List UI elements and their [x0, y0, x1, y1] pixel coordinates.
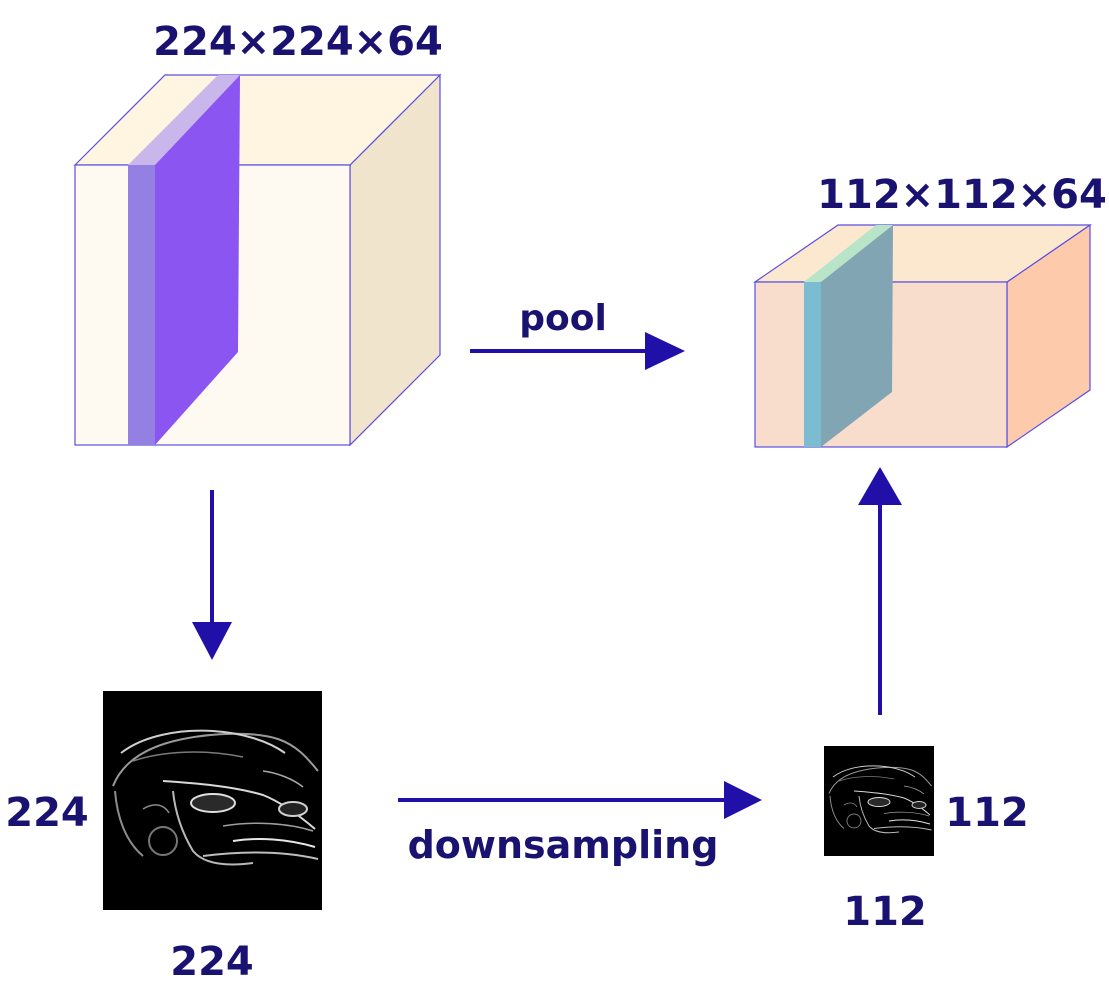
down-arrow-head [192, 622, 232, 660]
large-image-width-label: 224 [170, 939, 254, 985]
downsampling-arrow-head [724, 781, 762, 819]
large-image-height-label: 224 [5, 790, 89, 836]
small-volume-dimensions-label: 112×112×64 [817, 172, 1107, 218]
up-arrow-head [858, 467, 902, 505]
downsampling-label: downsampling [408, 823, 719, 867]
large-feature-volume: 224×224×64 [73, 19, 443, 447]
small-feature-volume: 112×112×64 [753, 172, 1107, 449]
small-image-width-label: 112 [843, 889, 927, 935]
small-slice-top [804, 225, 893, 282]
large-slice-face [155, 75, 240, 445]
large-car-image [103, 691, 322, 910]
small-car-image [824, 746, 934, 856]
pool-label: pool [519, 298, 607, 339]
large-slice-top [128, 75, 240, 165]
pool-arrow [470, 332, 685, 370]
up-arrow [858, 467, 902, 715]
downsampling-arrow [398, 781, 762, 819]
down-arrow [192, 490, 232, 660]
small-image-height-label: 112 [945, 790, 1029, 836]
large-slice-front [128, 165, 155, 445]
small-slice-face [821, 225, 893, 447]
pool-arrow-head [645, 332, 685, 370]
small-slice-front [804, 282, 821, 447]
large-volume-dimensions-label: 224×224×64 [153, 19, 443, 65]
